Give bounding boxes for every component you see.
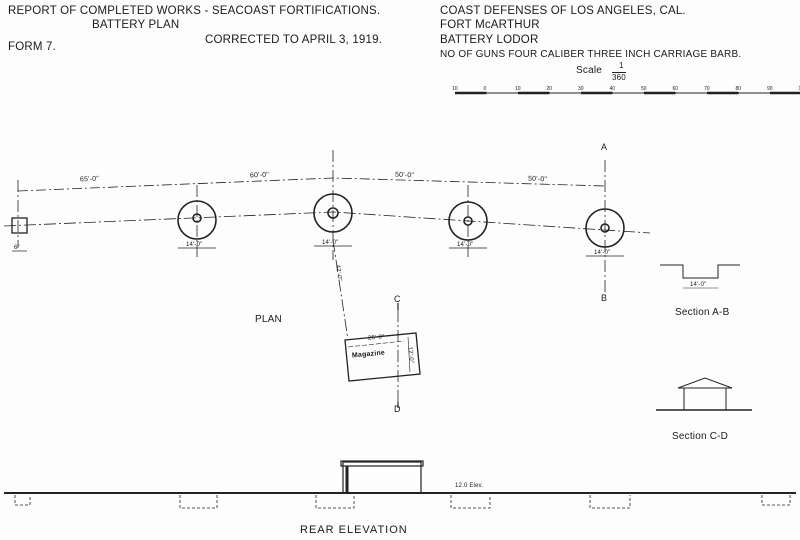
emplacement-width-2: 14'-0" (322, 240, 339, 246)
gun-emplacement-3 (448, 201, 488, 241)
form-number: FORM 7. (8, 41, 57, 53)
scale-tick-label: 50 (641, 86, 647, 92)
section-mark-c: C (394, 294, 401, 304)
section-cd-label: Section C-D (672, 431, 729, 442)
scale-tick-label: 100 (799, 86, 800, 92)
battery-name: BATTERY LODOR (440, 34, 539, 46)
section-mark-b: B (601, 293, 608, 303)
scale-bar: 100102030405060708090100 (452, 86, 800, 95)
scale-tick-label: 80 (736, 86, 742, 92)
scale-tick-label: 20 (547, 86, 553, 92)
plan-title: PLAN (255, 314, 282, 325)
section-mark-d: D (394, 404, 401, 414)
scale-tick-label: 30 (578, 86, 584, 92)
width-dimensions (12, 245, 624, 257)
scale-label: Scale (576, 65, 603, 76)
spacing-4: 50'-0" (527, 175, 548, 184)
scale-tick-label: 0 (484, 86, 487, 92)
gun-emplacement-1 (177, 200, 217, 240)
corrected-date: CORRECTED TO APRIL 3, 1919. (205, 34, 383, 46)
fort-name: FORT McARTHUR (440, 19, 540, 31)
emplacement-width-4: 14'-0" (594, 250, 611, 256)
post-marker (11, 217, 28, 234)
scale-denominator: 360 (612, 72, 626, 82)
scale-tick-label: 10 (515, 86, 521, 92)
section-ab-drawing (660, 264, 740, 289)
scale-tick-label: 70 (704, 86, 710, 92)
gun-emplacements (177, 193, 625, 248)
gun-emplacement-4 (585, 208, 625, 248)
armament-info: NO OF GUNS FOUR CALIBER THREE INCH CARRI… (440, 49, 742, 60)
spacing-3: 50'-0" (394, 171, 415, 180)
report-title: REPORT OF COMPLETED WORKS - SEACOAST FOR… (8, 5, 381, 17)
scale-tick-label: 40 (610, 86, 616, 92)
section-mark-a: A (601, 142, 608, 152)
gun-emplacement-2 (313, 193, 353, 233)
emplacement-width-1: 14'-0" (186, 242, 203, 248)
scale-tick-label: 10 (452, 86, 458, 92)
scale-tick-label: 60 (673, 86, 679, 92)
magazine-length: 26'-0" (367, 334, 385, 342)
spacing-dimension-line (17, 177, 606, 192)
section-ab-label: Section A-B (675, 307, 730, 318)
section-ab-width: 14'-0" (690, 282, 707, 288)
spacing-1: 65'-0" (79, 175, 100, 184)
sheet-title: BATTERY PLAN (92, 19, 180, 31)
elevation-note: 12.0 Elev. (455, 483, 484, 489)
scale-numerator: 1 (619, 61, 624, 70)
section-cd-drawing (656, 377, 752, 411)
rear-elevation-title: REAR ELEVATION (300, 524, 408, 536)
spacing-2: 60'-0" (249, 171, 270, 180)
post-width: 6" (14, 245, 20, 251)
coast-defenses: COAST DEFENSES OF LOS ANGELES, CAL. (440, 5, 686, 17)
emplacement-width-3: 14'-0" (457, 242, 474, 248)
rear-elevation-drawing (4, 460, 796, 509)
scale-tick-label: 90 (767, 86, 773, 92)
gun-center-line (3, 150, 651, 402)
magazine (344, 332, 421, 382)
